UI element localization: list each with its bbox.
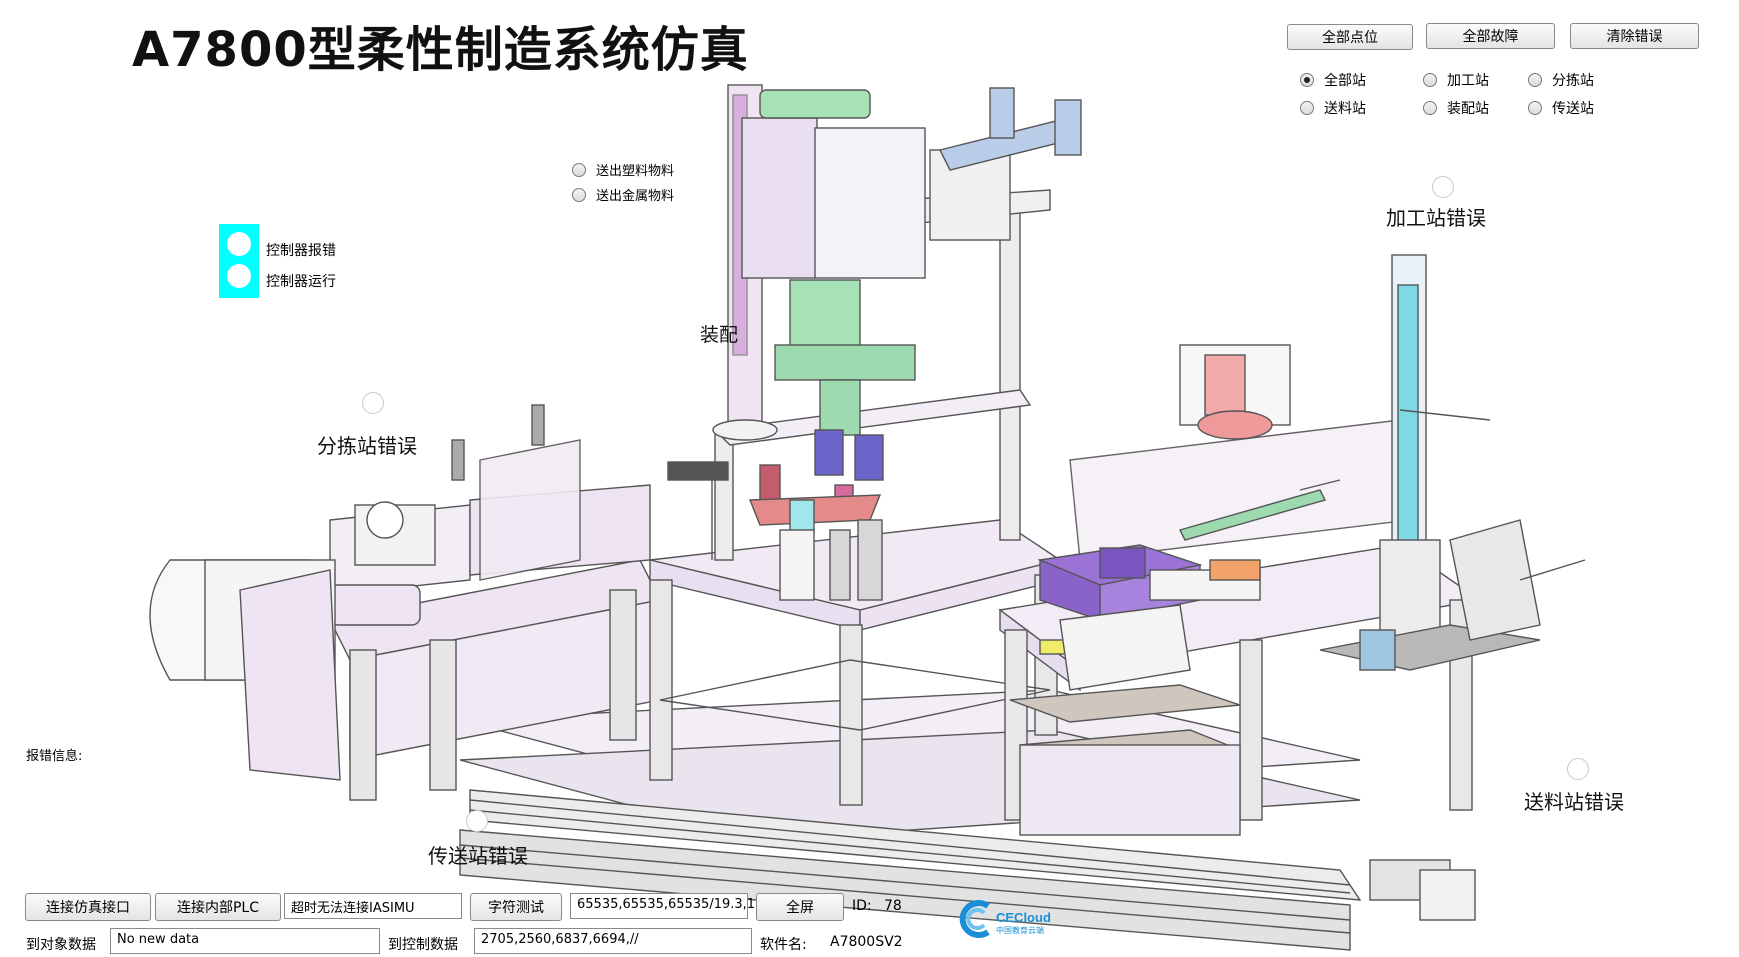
to-control-field[interactable]: 2705,2560,6837,6694,//	[474, 928, 752, 954]
to-object-label: 到对象数据	[26, 937, 96, 953]
controller-error-label: 控制器报错	[266, 243, 336, 259]
radio-label: 全部站	[1324, 73, 1366, 89]
radio-dot-icon	[1528, 73, 1542, 87]
radio-sorting-station[interactable]: 分拣站	[1528, 70, 1594, 90]
logo-subtext: 中国教育云端	[996, 926, 1044, 935]
id-label: ID:	[852, 898, 872, 914]
radio-dot-icon	[572, 187, 586, 202]
radio-label: 送料站	[1324, 101, 1366, 117]
radio-assembly-station[interactable]: 装配站	[1423, 98, 1489, 118]
radio-dot-icon	[572, 162, 586, 177]
id-value: 78	[884, 898, 902, 914]
radio-transfer-station[interactable]: 传送站	[1528, 98, 1594, 118]
cecloud-logo: CECloud 中国教育云端	[958, 898, 1068, 943]
connect-sim-button[interactable]: 连接仿真接口	[25, 893, 151, 921]
feeding-error-led-icon	[1567, 758, 1589, 780]
string-test-input[interactable]: 65535,65535,65535/19.3,1	[570, 893, 755, 919]
controller-indicator-panel	[219, 224, 259, 298]
all-points-button[interactable]: 全部点位	[1287, 24, 1413, 50]
radio-dot-icon	[1423, 101, 1437, 115]
to-object-field[interactable]: No new data	[110, 928, 380, 954]
to-control-label: 到控制数据	[388, 937, 458, 953]
sorting-error-label: 分拣站错误	[317, 434, 417, 458]
processing-error-led-icon	[1432, 176, 1454, 198]
controller-error-led-icon	[227, 232, 251, 256]
radio-send-metal[interactable]: 送出金属物料	[572, 185, 674, 204]
radio-dot-icon	[1300, 101, 1314, 115]
radio-dot-icon	[1300, 73, 1314, 87]
processing-error-label: 加工站错误	[1386, 206, 1486, 230]
radio-label: 送出金属物料	[596, 189, 675, 204]
transfer-error-led-icon	[466, 810, 488, 832]
feeding-error-label: 送料站错误	[1524, 790, 1624, 814]
fullscreen-button[interactable]: 全屏	[756, 893, 844, 921]
logo-text: CECloud	[996, 910, 1051, 925]
software-value: A7800SV2	[830, 934, 903, 950]
sorting-error-led-icon	[362, 392, 384, 414]
transfer-error-label: 传送站错误	[428, 844, 528, 868]
connect-plc-button[interactable]: 连接内部PLC	[155, 893, 281, 921]
radio-all-stations[interactable]: 全部站	[1300, 70, 1366, 90]
radio-dot-icon	[1528, 101, 1542, 115]
page-title: A7800型柔性制造系统仿真	[132, 22, 749, 78]
software-label: 软件名:	[760, 937, 807, 953]
assembly-station-label: 装配	[700, 324, 739, 346]
radio-feeding-station[interactable]: 送料站	[1300, 98, 1366, 118]
radio-processing-station[interactable]: 加工站	[1423, 70, 1489, 90]
radio-label: 加工站	[1447, 73, 1489, 89]
radio-label: 装配站	[1447, 101, 1489, 117]
radio-send-plastic[interactable]: 送出塑料物料	[572, 160, 674, 179]
controller-run-label: 控制器运行	[266, 274, 336, 290]
clear-errors-button[interactable]: 清除错误	[1570, 23, 1699, 49]
connection-status-field: 超时无法连接IASIMU	[284, 893, 462, 919]
all-faults-button[interactable]: 全部故障	[1426, 23, 1555, 49]
error-info-label: 报错信息:	[26, 749, 83, 764]
cecloud-logo-icon	[959, 900, 990, 938]
radio-label: 分拣站	[1552, 73, 1594, 89]
string-test-button[interactable]: 字符测试	[470, 893, 562, 921]
radio-dot-icon	[1423, 73, 1437, 87]
radio-label: 传送站	[1552, 101, 1594, 117]
controller-run-led-icon	[227, 264, 251, 288]
radio-label: 送出塑料物料	[596, 164, 675, 179]
